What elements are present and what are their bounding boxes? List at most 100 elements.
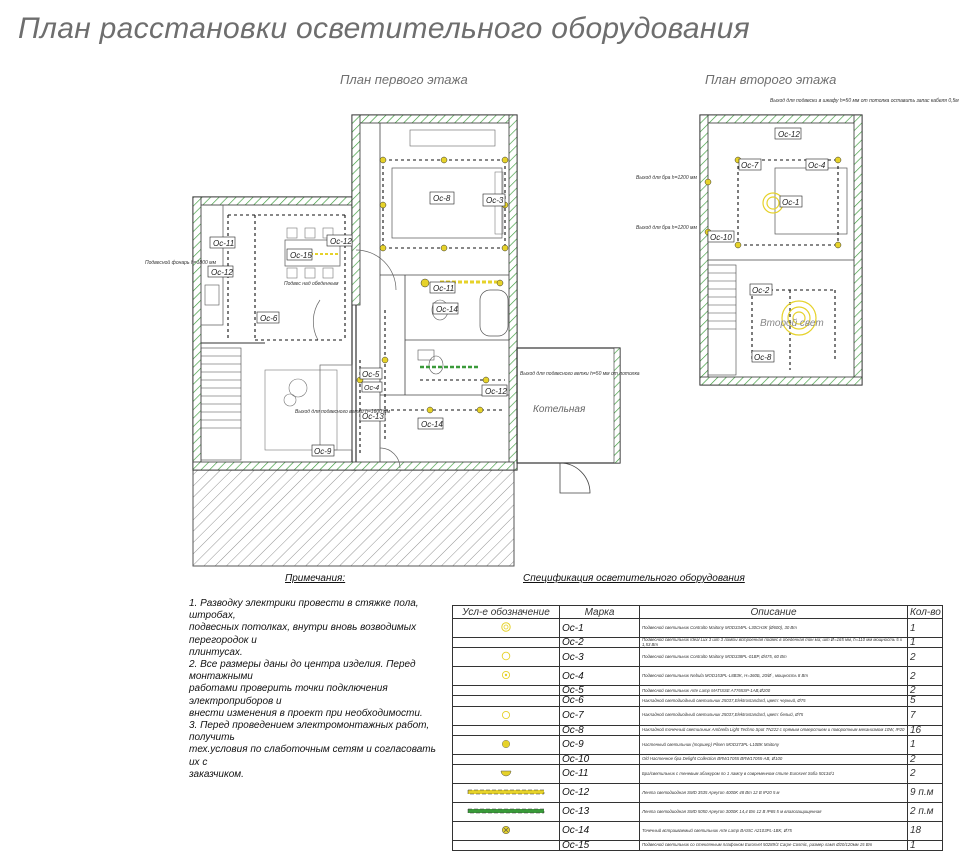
bathtub — [479, 289, 509, 337]
spec-quantity: 2 — [907, 647, 943, 668]
note-line: подвесных потолках, внутри вновь возводи… — [189, 622, 417, 646]
spec-quantity: 1 — [907, 734, 943, 755]
spec-header-mark: Марка — [559, 605, 640, 619]
spec-quantity: 2 — [907, 753, 943, 765]
label-os-4-ff: Ос-4 — [364, 385, 379, 392]
label-os-6: Ос-6 — [260, 314, 278, 323]
spec-mark: Ос-11 — [559, 763, 640, 784]
ring-double-icon — [452, 618, 560, 638]
spec-mark: Ос-3 — [559, 647, 640, 668]
spec-description: Подвесной светильник со стеклянным плафо… — [639, 839, 908, 851]
label-os-8-ff: Ос-8 — [433, 194, 451, 203]
spec-mark: Ос-2 — [559, 636, 640, 649]
note-second-floor-pendant: Выход для подвески в шкафу h=50 мм от по… — [770, 98, 959, 104]
spec-title: Спецификация осветительного оборудования — [523, 573, 745, 584]
spec-quantity: 18 — [907, 820, 943, 841]
label-os-11-b: Ос-11 — [433, 284, 454, 293]
spec-description: Лента светодиодная SMD 3535 Apeyron 4000… — [639, 782, 908, 803]
ring-dot-icon — [452, 666, 560, 687]
second-light-label: Второй свет — [760, 318, 824, 329]
label-os-13: Ос-13 — [362, 412, 384, 421]
spec-symbol-empty — [452, 685, 560, 697]
spec-description: Накладной светодиодный светильник 25037,… — [639, 695, 908, 707]
spec-quantity: 7 — [907, 705, 943, 726]
spec-mark: Ос-5 — [559, 685, 640, 697]
spec-mark: Ос-9 — [559, 734, 640, 755]
spec-description: Подвесной светильник Ideal Lux 3 шт 3 ла… — [639, 636, 908, 649]
note-pendant-height: Подвесной фонарь h=1800 мм — [145, 259, 217, 266]
note-line: тех.условия по слаботочным сетям и согла… — [189, 744, 436, 768]
label-os-12-sf: Ос-12 — [778, 130, 800, 139]
note-line: 1. Разводку электрики провести в стяжке … — [189, 598, 419, 622]
spec-mark: Ос-14 — [559, 820, 640, 841]
spec-description: Old Настенное бра Delight Collection BRW… — [639, 753, 908, 765]
first-floor-plan — [192, 114, 621, 567]
spec-symbol-empty — [452, 753, 560, 765]
wall-light-icon — [452, 734, 560, 755]
spec-quantity: 1 — [907, 636, 943, 649]
spec-description: Подвесной светильник Contralto Maitony M… — [639, 618, 908, 638]
note-line: заказчиком. — [189, 768, 244, 780]
note-line: 2. Все размеры даны до центра изделия. П… — [189, 659, 416, 683]
led-strip-green-icon — [452, 801, 560, 822]
spec-header-symbol: Усл-е обозначение — [452, 605, 560, 619]
spec-mark: Ос-8 — [559, 724, 640, 736]
stairs-first-floor — [200, 347, 242, 461]
spec-header-qty: Кол-во — [907, 605, 943, 619]
spec-quantity: 2 — [907, 763, 943, 784]
spec-symbol-empty — [452, 839, 560, 851]
note-pendant-cabinet: Выход для подвесного ветки h=50 мм от по… — [520, 371, 640, 377]
label-os-12-a: Ос-12 — [330, 237, 352, 246]
note-line: внести изменения в проект при необходимо… — [189, 707, 423, 719]
terrace-area — [192, 469, 515, 567]
notes-title: Примечания: — [285, 573, 346, 584]
note-above-table: Подвес над обеденным — [284, 281, 339, 287]
second-floor-caption: План второго этажа — [705, 72, 837, 87]
spec-description: Подвесной светильник Nebula MOD153PL-L8B… — [639, 666, 908, 687]
label-os-15: Ос-15 — [290, 251, 312, 260]
note-pendant-output: Выход для подвесного ветки h=1600 мм — [295, 409, 391, 415]
wiring-second-floor — [737, 159, 839, 370]
spec-description: Подвесной светильник Arte Lamp MATISSE A… — [639, 685, 908, 697]
first-floor-caption: План первого этажа — [340, 72, 468, 87]
label-os-14-a: Ос-14 — [436, 305, 458, 314]
sofa — [319, 364, 353, 451]
notes-block: 1. Разводку электрики провести в стяжке … — [189, 598, 447, 781]
stairs-second-floor — [707, 264, 737, 376]
label-os-1: Ос-1 — [782, 198, 799, 207]
spec-symbol-empty — [452, 636, 560, 649]
label-os-14-b: Ос-14 — [421, 420, 443, 429]
spec-header-desc: Описание — [639, 605, 908, 619]
spec-quantity: 1 — [907, 839, 943, 851]
spec-quantity: 1 — [907, 618, 943, 638]
pendant-rings — [762, 192, 817, 336]
label-os-12-c: Ос-12 — [485, 387, 507, 396]
half-circle-icon — [452, 763, 560, 784]
circle-icon — [452, 705, 560, 726]
spec-quantity: 9 п.м — [907, 782, 943, 803]
spec-table: Усл-е обозначение Марка Описание Кол-во … — [452, 605, 943, 851]
spec-symbol-empty — [452, 724, 560, 736]
spec-mark: Ос-15 — [559, 839, 640, 851]
spec-mark: Ос-10 — [559, 753, 640, 765]
spec-description: Настенный светильник (торшер) Pilsen MOD… — [639, 734, 908, 755]
label-os-9: Ос-9 — [314, 447, 332, 456]
label-os-7: Ос-7 — [741, 161, 759, 170]
label-os-11-a: Ос-11 — [213, 239, 234, 248]
ring-small-icon — [452, 647, 560, 668]
second-floor-plan — [699, 114, 863, 386]
led-strip-yellow-icon — [452, 782, 560, 803]
page-title: План расстановки осветительного оборудов… — [18, 12, 750, 45]
spec-header-row: Усл-е обозначение Марка Описание Кол-во — [452, 605, 943, 619]
label-os-8-sf: Ос-8 — [754, 353, 772, 362]
